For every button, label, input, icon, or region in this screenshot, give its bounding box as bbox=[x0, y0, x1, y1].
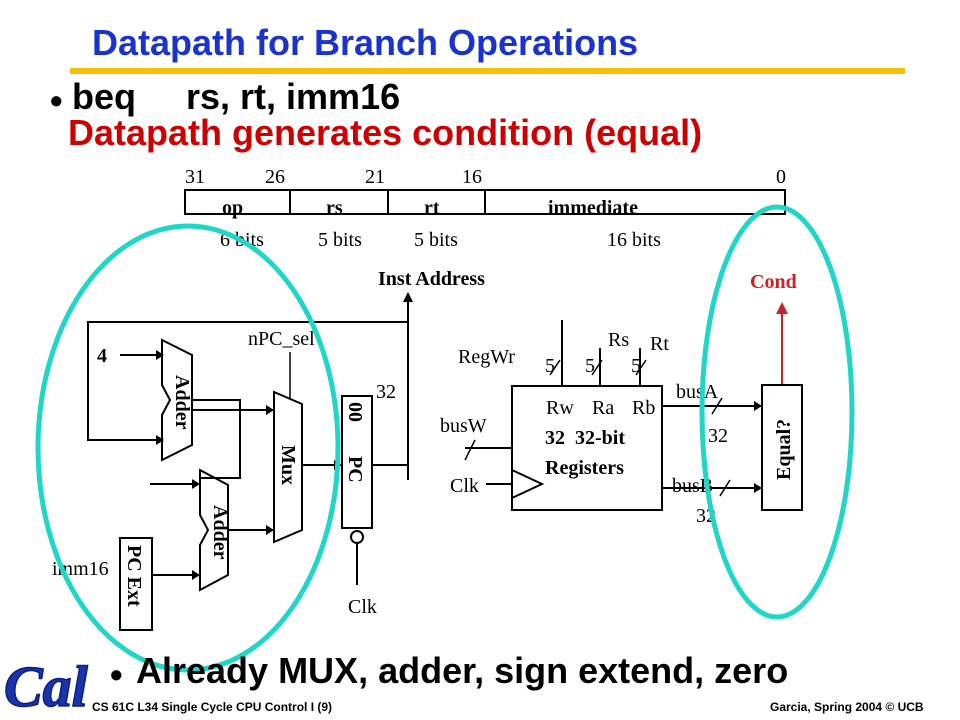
cal-logo-text: Cal bbox=[4, 654, 89, 719]
pc-clk-label: Clk bbox=[348, 596, 377, 618]
highlight-circle-right bbox=[699, 204, 855, 620]
pc-ext-box bbox=[119, 537, 153, 631]
cal-logo: Cal bbox=[3, 653, 89, 720]
bullet-dot-2: • bbox=[110, 654, 123, 695]
highlight-circle-left bbox=[35, 223, 341, 673]
instruction-format: 31 26 21 16 0 op rs rt immediate 6 bits … bbox=[184, 166, 786, 251]
busw-label: busW bbox=[440, 415, 487, 437]
rt-label: Rt bbox=[650, 333, 669, 355]
adder-top bbox=[161, 338, 193, 462]
equal-comparator bbox=[761, 384, 803, 511]
slide-title: Datapath for Branch Operations bbox=[92, 22, 639, 63]
width-rs: 5 bits bbox=[318, 229, 362, 251]
busa-width: 32 bbox=[708, 425, 728, 447]
pc-low-bits: 00 bbox=[344, 402, 366, 422]
rw-label: Rw bbox=[546, 397, 574, 419]
bit-0: 0 bbox=[776, 166, 786, 188]
mux bbox=[273, 390, 303, 544]
adder-top-label: Adder bbox=[171, 375, 193, 430]
ra-label: Ra bbox=[592, 397, 614, 419]
adder-bottom-label: Adder bbox=[209, 505, 231, 560]
constant-four: 4 bbox=[97, 345, 107, 367]
bit-26: 26 bbox=[265, 166, 285, 188]
bullet-dot-1: • bbox=[50, 80, 63, 121]
reg-desc-line2: Registers bbox=[545, 457, 624, 479]
field-immediate: immediate bbox=[548, 197, 638, 219]
reg-clk-label: Clk bbox=[450, 475, 479, 497]
footer-credit: Garcia, Spring 2004 © UCB bbox=[770, 700, 924, 714]
busb-label: busB bbox=[672, 475, 713, 497]
mux-label: Mux bbox=[277, 445, 299, 485]
bullet-instruction: beq rs, rt, imm16 bbox=[72, 76, 401, 117]
rw-width: 5 bbox=[545, 355, 555, 377]
equal-label: Equal? bbox=[773, 419, 795, 480]
ra-width: 5 bbox=[585, 355, 595, 377]
rb-label: Rb bbox=[632, 397, 655, 419]
regwr-label: RegWr bbox=[458, 346, 515, 368]
adder-bottom bbox=[199, 468, 229, 592]
reg-desc-line1: 32 32-bit bbox=[545, 427, 625, 449]
pc-label: PC bbox=[344, 456, 366, 483]
busa-label: busA bbox=[676, 381, 719, 403]
rs-label: Rs bbox=[608, 329, 629, 351]
pc-width-label: 32 bbox=[376, 381, 396, 403]
width-rt: 5 bits bbox=[414, 229, 458, 251]
cond-label: Cond bbox=[750, 271, 797, 293]
field-rs: rs bbox=[326, 197, 343, 219]
register-file bbox=[511, 385, 663, 511]
bullet-already: Already MUX, adder, sign extend, zero bbox=[136, 650, 789, 691]
inst-address-label: Inst Address bbox=[378, 268, 485, 290]
rb-width: 5 bbox=[631, 355, 641, 377]
bit-31: 31 bbox=[185, 166, 205, 188]
width-immediate: 16 bits bbox=[607, 229, 661, 251]
bit-16: 16 bbox=[462, 166, 482, 188]
footer-course: CS 61C L34 Single Cycle CPU Control I (9… bbox=[92, 700, 333, 714]
field-op: op bbox=[222, 197, 243, 219]
title-underline-bar bbox=[70, 68, 905, 74]
pc-register bbox=[341, 395, 373, 529]
npc-sel-label: nPC_sel bbox=[248, 328, 315, 350]
bit-21: 21 bbox=[365, 166, 385, 188]
pc-ext-label: PC Ext bbox=[123, 545, 145, 607]
bullet-subtitle: Datapath generates condition (equal) bbox=[68, 112, 703, 153]
field-rt: rt bbox=[424, 197, 440, 219]
